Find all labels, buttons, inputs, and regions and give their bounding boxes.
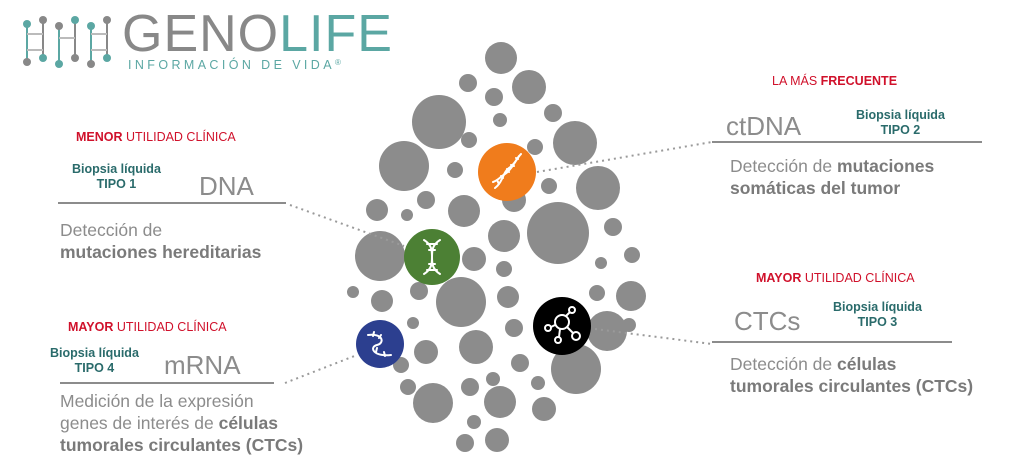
desc-line2-bold: células xyxy=(218,413,278,433)
dna-utility-caption: MENOR UTILIDAD CLÍNICA xyxy=(76,130,236,144)
desc-line3: tumorales circulantes (CTCs) xyxy=(60,435,304,455)
caption-rest: UTILIDAD CLÍNICA xyxy=(122,130,236,144)
desc-line1-pre: Detección de xyxy=(730,156,838,176)
ctdna-code-label: ctDNA xyxy=(726,111,802,141)
mrna-utility-caption: MAYOR UTILIDAD CLÍNICA xyxy=(68,320,227,334)
desc-line1: Medición de la expresión xyxy=(60,391,254,411)
biopsy-type-line1: Biopsia líquida xyxy=(50,346,139,360)
logo-tagline: INFORMACIÓN DE VIDA® xyxy=(128,58,341,72)
ctcs-divider xyxy=(712,341,952,343)
logo-geno-text: GENO xyxy=(122,5,280,63)
caption-rest: UTILIDAD CLÍNICA xyxy=(113,320,227,334)
mrna-code-label: mRNA xyxy=(164,350,241,380)
ctcs-code-label: CTCs xyxy=(734,306,801,336)
ctdna-divider xyxy=(712,141,982,143)
dna-helix-icon xyxy=(404,229,460,285)
logo-dna-mark xyxy=(23,16,111,68)
logo-life-text: LIFE xyxy=(279,5,393,63)
biopsy-type-line2: TIPO 4 xyxy=(74,361,115,375)
biopsy-type-line1: Biopsia líquida xyxy=(833,300,922,314)
ctcs-utility-caption: MAYOR UTILIDAD CLÍNICA xyxy=(756,271,915,285)
biopsy-type-line1: Biopsia líquida xyxy=(856,108,945,122)
dna-code-label: DNA xyxy=(199,171,254,201)
logo-wordmark: GENOLIFE xyxy=(122,8,393,60)
registered-mark: ® xyxy=(334,58,341,67)
desc-line1: Detección de xyxy=(60,220,163,240)
desc-line1-pre: Detección de xyxy=(730,354,838,374)
biopsy-type-line2: TIPO 1 xyxy=(96,177,137,191)
molecule-icon xyxy=(533,297,591,355)
desc-line2: somáticas del tumor xyxy=(730,178,901,198)
caption-strong: FRECUENTE xyxy=(820,74,898,88)
desc-line1-bold: células xyxy=(837,354,897,374)
caption-strong: MAYOR xyxy=(68,320,114,334)
mrna-divider xyxy=(60,382,274,384)
drop-bubbles xyxy=(347,42,646,452)
desc-line2: tumorales circulantes (CTCs) xyxy=(730,376,974,396)
dna-helix-icon xyxy=(478,143,536,201)
caption-strong: MAYOR xyxy=(756,271,802,285)
desc-line1-bold: mutaciones xyxy=(837,156,935,176)
rna-strand-icon xyxy=(356,320,404,368)
biopsy-type-line1: Biopsia líquida xyxy=(72,162,161,176)
caption-rest: LA MÁS xyxy=(772,74,821,88)
desc-line2-pre: genes de interés de xyxy=(60,413,219,433)
ctdna-frequency-caption: LA MÁS FRECUENTE xyxy=(772,74,897,88)
logo-tagline-text: INFORMACIÓN DE VIDA xyxy=(128,58,335,72)
caption-rest: UTILIDAD CLÍNICA xyxy=(801,271,915,285)
dna-divider xyxy=(58,202,286,204)
biopsy-type-line2: TIPO 3 xyxy=(857,315,898,329)
biopsy-type-line2: TIPO 2 xyxy=(880,123,921,137)
caption-strong: MENOR xyxy=(76,130,123,144)
desc-line2: mutaciones hereditarias xyxy=(60,242,262,262)
